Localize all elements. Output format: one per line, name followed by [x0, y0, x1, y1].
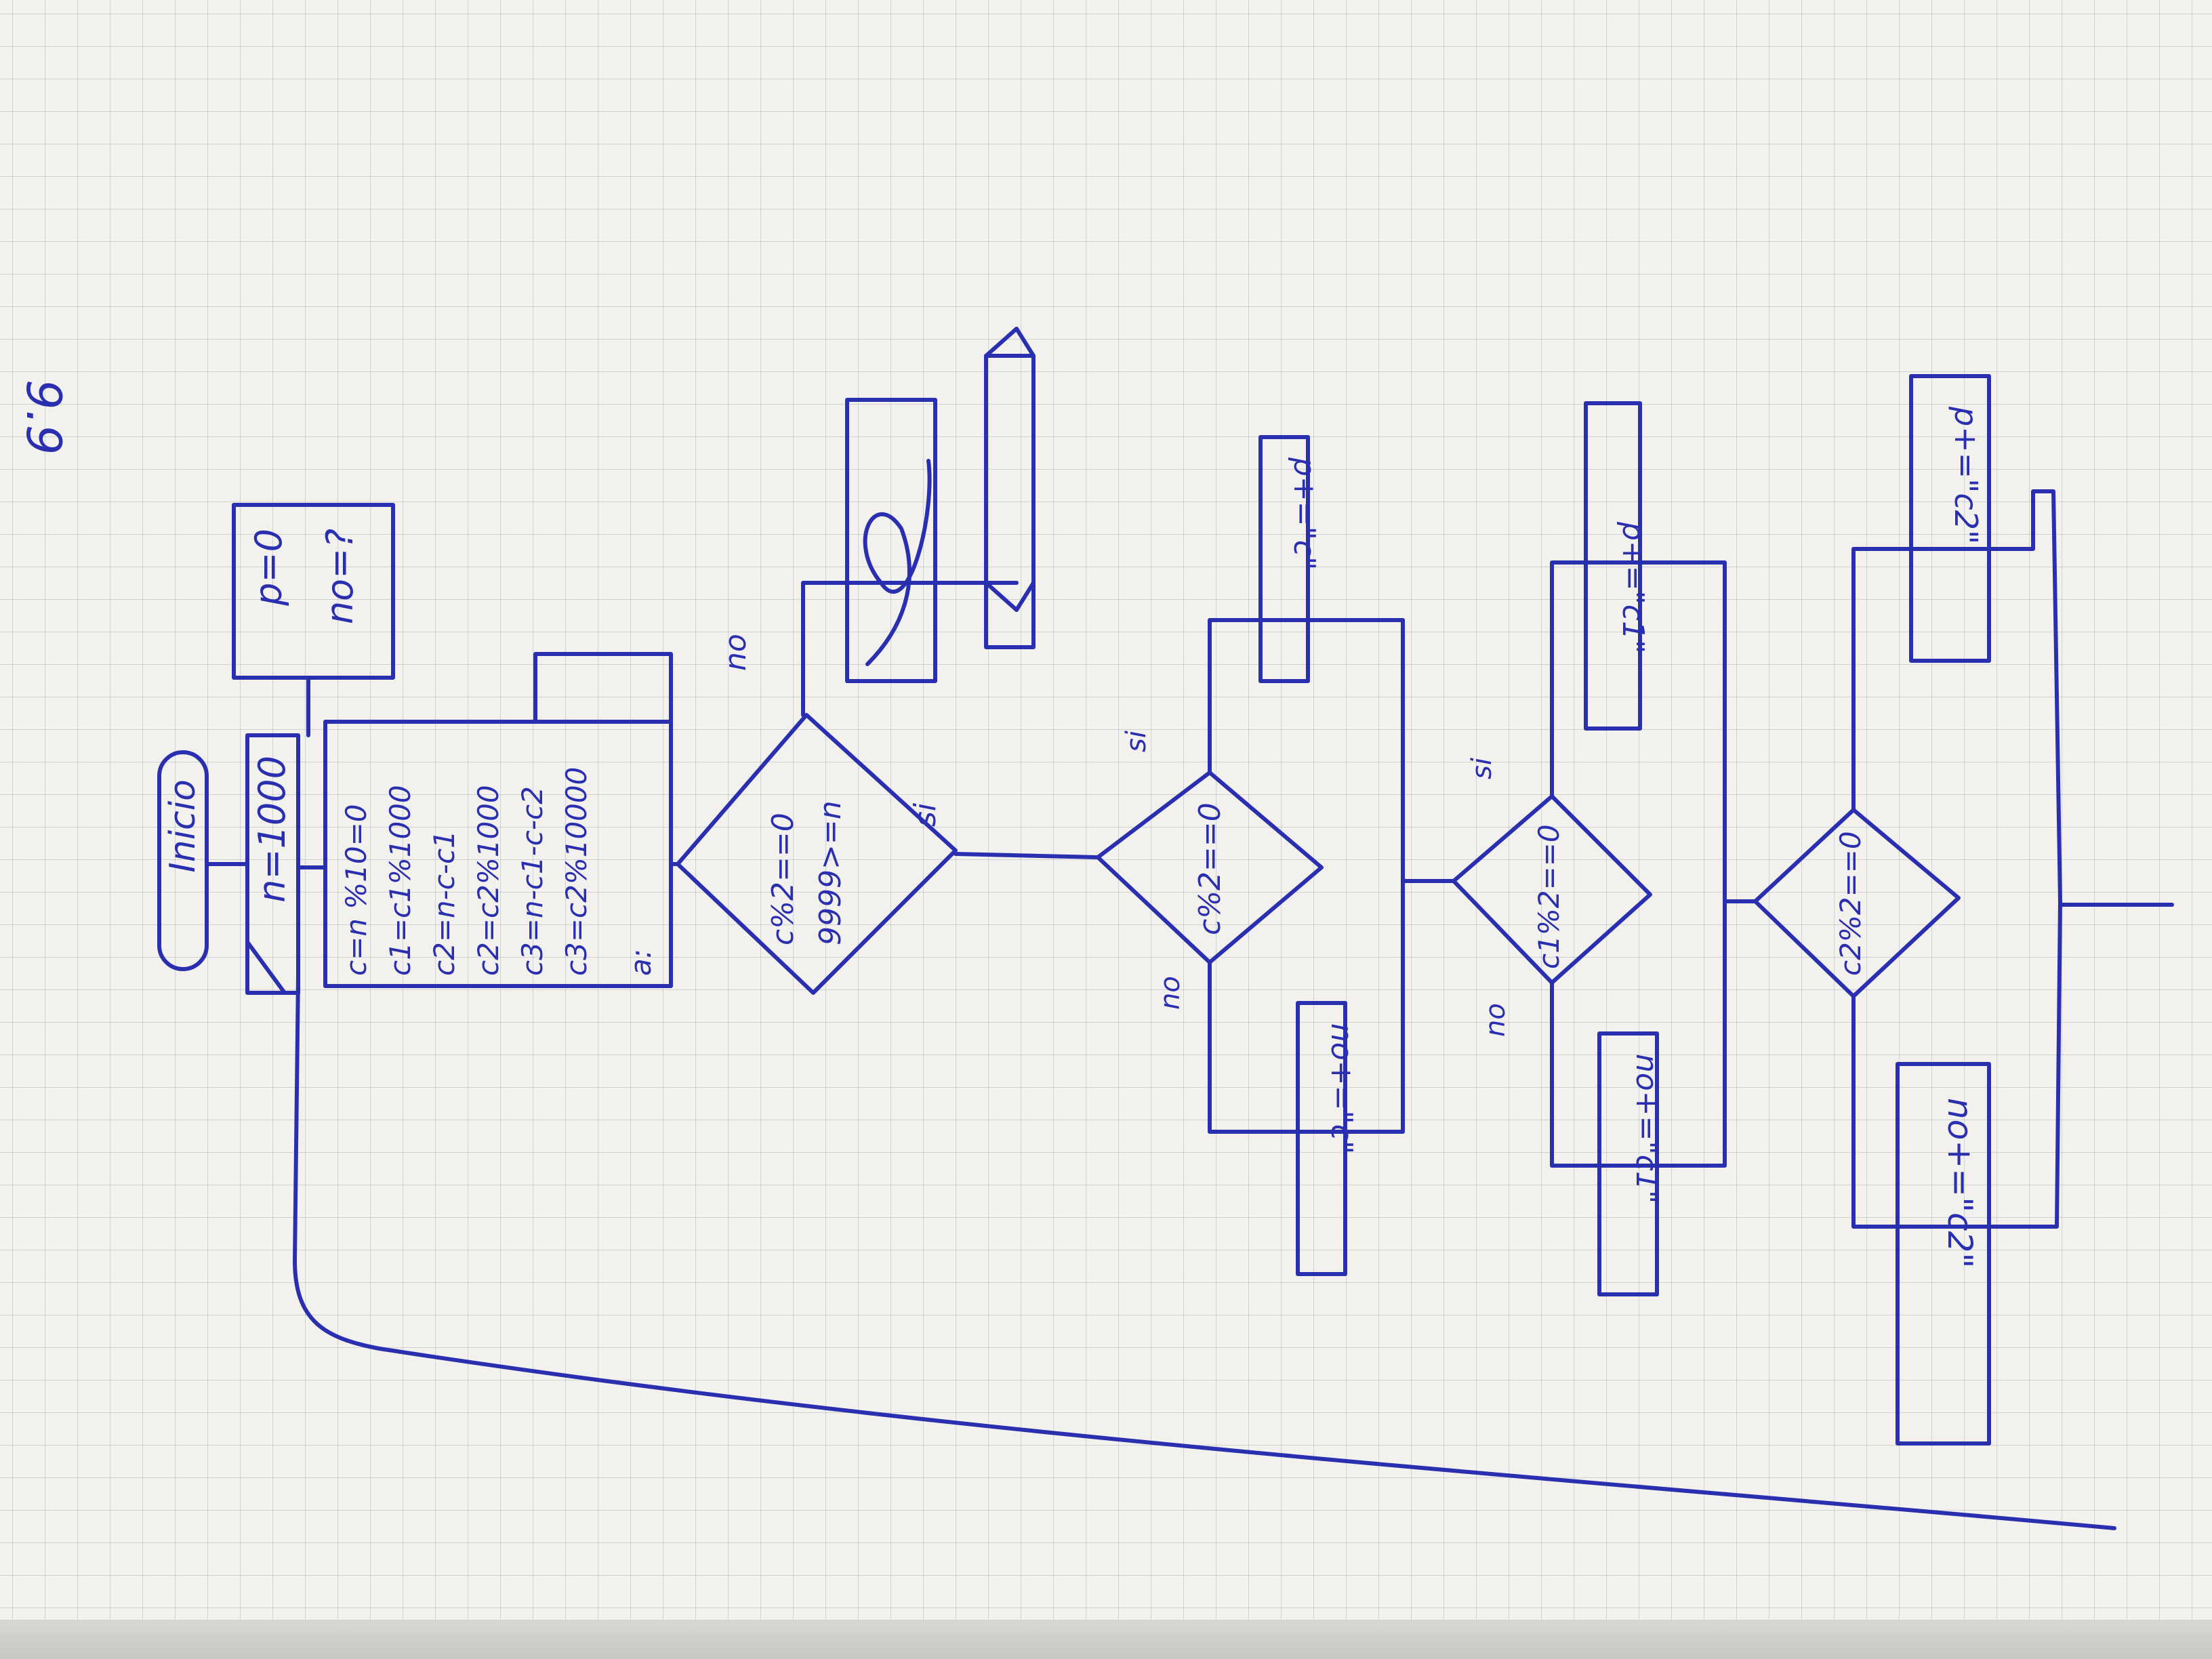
decision-c2: c2%2==0: [1753, 808, 1961, 998]
decision-main-no-label: no: [718, 634, 753, 671]
decision-main: c%2==0 9999>=n no si: [676, 634, 958, 995]
page-number: 9.9: [16, 380, 71, 455]
end-bar: [984, 327, 1036, 649]
box-p-c2: p+="c2": [1909, 374, 1991, 663]
decision-c1-si-label: si: [1467, 758, 1498, 779]
decision-c1-no-label: no: [1480, 1003, 1511, 1037]
box-no-c1: no+="c1": [1597, 1031, 1664, 1296]
box-no-c-label: no+="c": [1324, 1023, 1359, 1154]
start-label: Inicio: [163, 779, 203, 873]
calc-line-6: c3=c2%10000: [560, 767, 593, 976]
init-n-box: n=1000: [245, 733, 300, 995]
branch-c1-no: [1550, 899, 1727, 1168]
init-n-label: n=1000: [251, 756, 293, 903]
decision-c-label: c%2==0: [1193, 802, 1227, 935]
arrow-main-to-c: [954, 852, 1100, 859]
calc-box: c=n %10=0 c1=c1%1000 c2=n-c-c1 c2=c2%100…: [323, 652, 673, 988]
init-p-label: p=0: [247, 529, 290, 607]
decision-c-si-label: si: [1121, 731, 1152, 752]
calc-line-7: a:: [624, 949, 657, 976]
scribbled-box: [845, 398, 937, 683]
decision-c1-label: c1%2==0: [1532, 824, 1565, 969]
calc-line-5: c3=n-c1-c-c2: [516, 786, 549, 976]
calc-line-2: c1=c1%1000: [384, 785, 417, 976]
box-no-c2-label: no+="c2": [1940, 1098, 1980, 1268]
box-p-c1: p+="c1": [1584, 401, 1650, 731]
init-p-box: p=0 no=?: [232, 503, 395, 680]
box-p-c-label: p+="c": [1287, 457, 1322, 570]
box-p-c2-label: p+="c2": [1948, 406, 1984, 544]
calc-line-3: c2=n-c-c1: [428, 830, 461, 976]
decision-c1: c1%2==0 si no: [1452, 758, 1652, 1037]
box-p-c1-label: p+="c1": [1616, 521, 1650, 653]
box-no-c: no+="c": [1296, 1001, 1359, 1276]
box-no-c2: no+="c2": [1896, 1062, 1991, 1446]
init-no-label: no=?: [319, 529, 361, 624]
decision-main-line-2: 9999>=n: [813, 800, 848, 945]
decision-c: c%2==0 si no: [1096, 731, 1324, 1010]
decision-main-line-1: c%2==0: [766, 813, 800, 945]
decision-c2-label: c2%2==0: [1834, 831, 1867, 976]
calc-line-4: c2=c2%1000: [472, 785, 505, 976]
start-terminal: Inicio: [157, 750, 209, 971]
box-p-c: p+="c": [1258, 435, 1322, 683]
decision-c-no-label: no: [1155, 976, 1186, 1010]
return-loop: [293, 974, 2116, 1530]
arrow-main-no: [801, 581, 1019, 717]
branch-c2-si: [1851, 489, 2062, 903]
branch-c2-no: [1851, 899, 2062, 1229]
calc-line-1: c=n %10=0: [340, 804, 373, 976]
decision-main-si-label: si: [908, 802, 943, 827]
paper-edge: [0, 1620, 2212, 1659]
branch-c-no: [1208, 872, 1405, 1134]
box-no-c1-label: no+="c1": [1629, 1054, 1664, 1204]
